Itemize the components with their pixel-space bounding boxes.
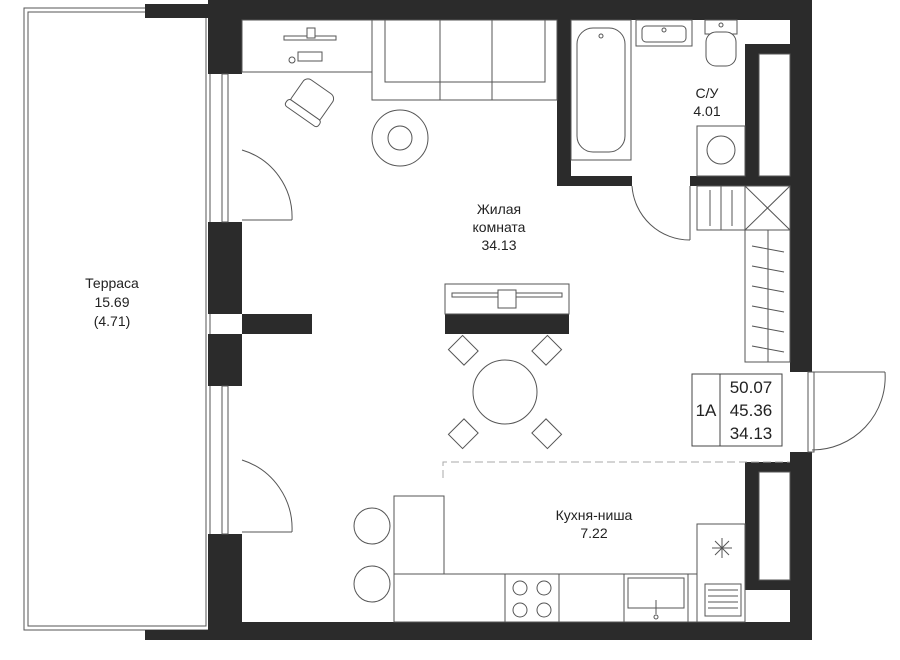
dishwasher-icon	[704, 583, 742, 617]
wall-left-upper	[208, 0, 242, 74]
bar-stool-icon	[353, 565, 391, 603]
door-arc-lower	[241, 459, 293, 533]
wall-right-lower	[790, 452, 812, 640]
terrace-outline	[23, 7, 211, 631]
wall-left-middle-1	[208, 222, 242, 314]
extractor-icon	[712, 538, 732, 558]
kitchen-counter	[393, 573, 746, 623]
kitchen-area: 7.22	[580, 525, 607, 541]
bathroom-name: С/У	[696, 85, 719, 101]
wall-top-left-return	[145, 4, 210, 18]
wall-shaft2-bottom	[745, 580, 812, 590]
cooktop-icon	[504, 573, 560, 623]
wall-partition-tv	[445, 314, 569, 334]
chair-icon	[447, 334, 479, 366]
chair-icon	[447, 418, 479, 450]
mouse-icon	[288, 56, 296, 64]
terrace-name: Терраса	[85, 275, 139, 291]
dining-set	[447, 334, 563, 450]
wall-bottom	[208, 622, 812, 640]
bathroom-door-arc	[631, 185, 691, 241]
wall-partition-left	[242, 314, 312, 334]
shaft-upper	[758, 53, 791, 177]
window-frame-upper	[221, 73, 229, 223]
bathroom-area: 4.01	[693, 103, 720, 119]
bar-stool-icon	[353, 507, 391, 545]
sofa	[371, 19, 558, 101]
wall-shaft-left	[745, 44, 759, 184]
window-frame-lower	[221, 385, 229, 535]
terrace-inner-outline	[27, 11, 207, 627]
shaft-lower	[758, 471, 791, 581]
living-room-name-2: комната	[473, 219, 526, 235]
coffee-table	[371, 109, 429, 167]
wall-left-middle-2	[208, 334, 242, 386]
kitchen-name: Кухня-ниша	[556, 507, 633, 523]
living-area: 34.13	[730, 424, 773, 443]
office-chair-icon	[284, 78, 335, 128]
wall-bottom-left-return	[145, 630, 210, 640]
area-summary-box: 1А 50.07 45.36 34.13	[691, 373, 783, 447]
wall-shaft-top	[745, 44, 812, 54]
wall-shaft2-top	[745, 462, 812, 472]
chair-icon	[531, 418, 563, 450]
terrace: Терраса 15.69 (4.71)	[23, 7, 211, 631]
kitchen	[353, 461, 790, 623]
bathroom-fixtures	[570, 19, 746, 177]
tv-unit	[444, 283, 570, 315]
terrace-doors	[221, 73, 293, 535]
toilet-icon	[704, 19, 738, 67]
terrace-area: 15.69	[94, 294, 129, 310]
apartment-type: 1А	[696, 401, 717, 420]
entrance-door	[807, 371, 886, 453]
living-room-area: 34.13	[481, 237, 516, 253]
chair-icon	[531, 334, 563, 366]
door-arc-upper	[241, 149, 293, 221]
storage	[696, 53, 791, 581]
wall-top	[208, 0, 812, 20]
wall-bathroom-left	[557, 0, 571, 184]
wall-shaft2-left	[745, 462, 759, 586]
bathroom-door	[631, 185, 691, 241]
terrace-area-reduced: (4.71)	[94, 313, 131, 329]
total-area: 50.07	[730, 378, 773, 397]
wall-bathroom-bottom-left	[557, 176, 632, 186]
keyboard-icon	[297, 51, 323, 62]
area-secondary: 45.36	[730, 401, 773, 420]
living-room-name-1: Жилая	[477, 201, 521, 217]
entrance-door-arc	[811, 371, 886, 451]
dining-table	[472, 359, 538, 425]
desk	[241, 19, 373, 128]
kitchen-zone-boundary	[442, 461, 790, 478]
walls	[145, 0, 812, 640]
